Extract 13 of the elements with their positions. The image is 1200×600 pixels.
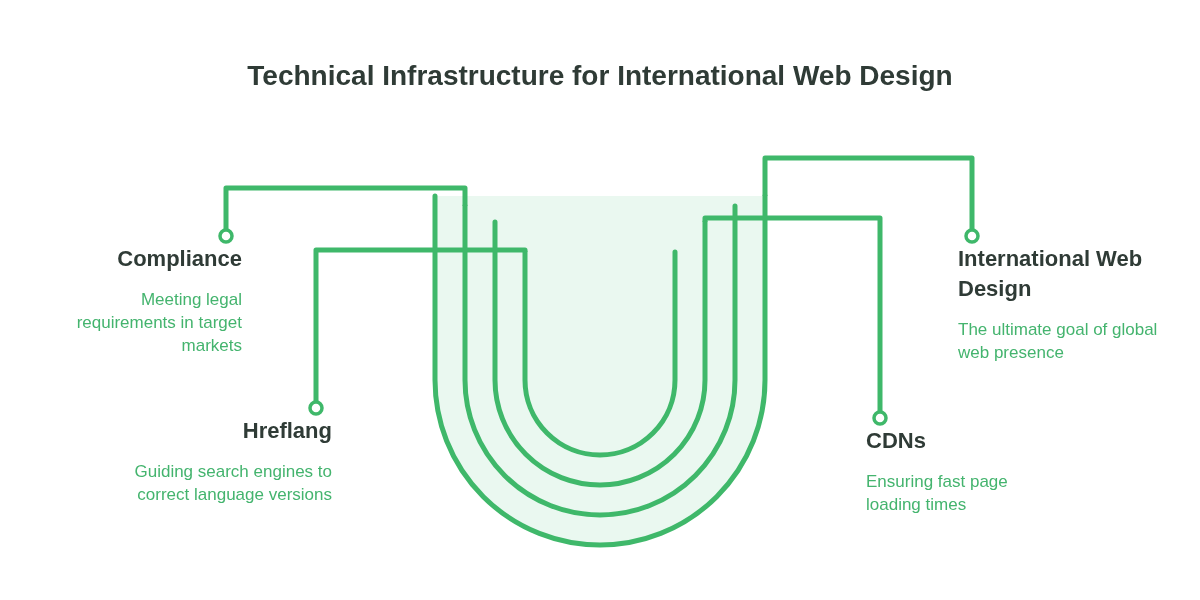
item-description: The ultimate goal of global web presence [958,319,1159,364]
leader-line [218,185,468,244]
item-heading: Compliance [116,245,242,273]
leader-line [702,215,888,426]
item-description: Meeting legal requirements in target markets [75,289,242,357]
item-description: Guiding search engines to correct language versions [133,461,332,506]
item-heading: CDNs [866,427,927,455]
item-description: Ensuring fast page loading times [866,471,1009,516]
leader-line [762,155,980,244]
item-heading: Hreflang [241,417,332,445]
item-heading: International Web Design [958,245,1144,303]
diagram-title: Technical Infrastructure for International Web Design [246,60,954,92]
leader-line [308,247,528,416]
